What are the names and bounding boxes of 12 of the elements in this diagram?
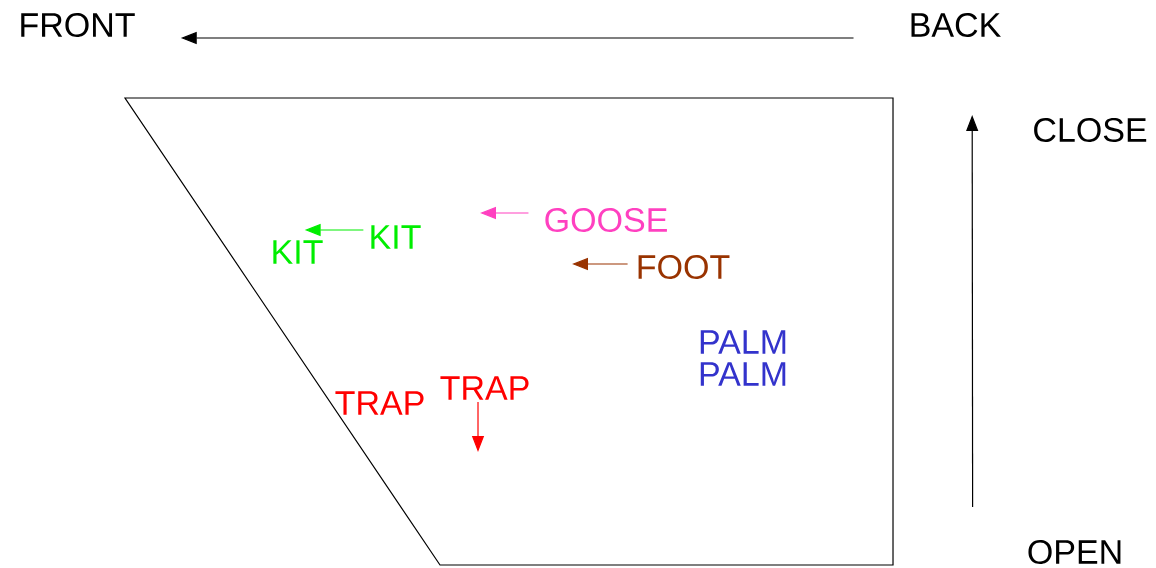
- word-label: OPEN: [1028, 539, 1121, 565]
- word-label: KIT: [273, 240, 323, 264]
- word-label: FOOT: [638, 254, 730, 280]
- word-label: CLOSE: [1034, 117, 1147, 143]
- word-label: TRAP: [335, 391, 424, 415]
- word-label: PALM: [700, 330, 786, 354]
- word-label: PALM: [700, 362, 786, 386]
- word-label: TRAP: [440, 376, 529, 400]
- word-label: FRONT: [21, 12, 135, 38]
- word-label: KIT: [371, 225, 421, 249]
- word-label: GOOSE: [545, 207, 667, 233]
- word-label: BACK: [911, 12, 1001, 38]
